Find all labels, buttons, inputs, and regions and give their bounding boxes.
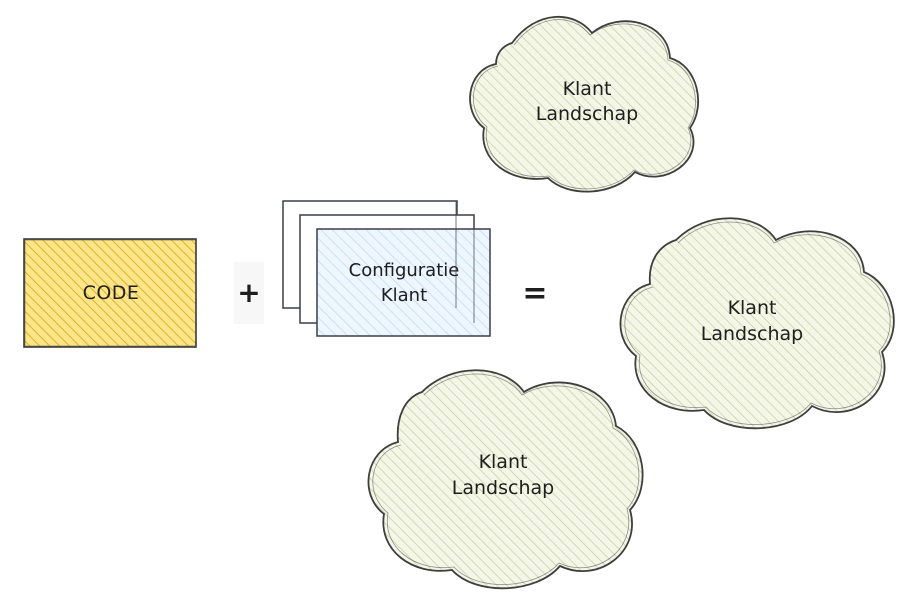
- plus-sign: +: [237, 276, 260, 309]
- code-box[interactable]: CODE: [23, 238, 197, 348]
- code-box-label: CODE: [83, 282, 140, 304]
- cloud-landschap-3[interactable]: Klant Landschap: [367, 369, 644, 590]
- cloud-3-line1: Klant: [479, 451, 528, 473]
- equals-sign: =: [522, 276, 547, 311]
- config-label-line2: Klant: [381, 285, 427, 306]
- equals-operator: =: [522, 276, 547, 311]
- cloud-landschap-1[interactable]: Klant Landschap: [469, 15, 699, 193]
- cloud-3-line2: Landschap: [452, 477, 554, 499]
- config-card-front: [316, 228, 491, 337]
- config-label-line1: Configuratie: [349, 260, 460, 281]
- cloud-1-line2: Landschap: [536, 103, 638, 125]
- cloud-1-line1: Klant: [563, 78, 612, 100]
- cloud-2-line1: Klant: [728, 297, 777, 319]
- config-stack[interactable]: Configuratie Klant: [282, 200, 491, 337]
- cloud-landschap-2[interactable]: Klant Landschap: [619, 217, 895, 430]
- plus-operator: +: [234, 262, 264, 324]
- cloud-2-line2: Landschap: [701, 323, 803, 345]
